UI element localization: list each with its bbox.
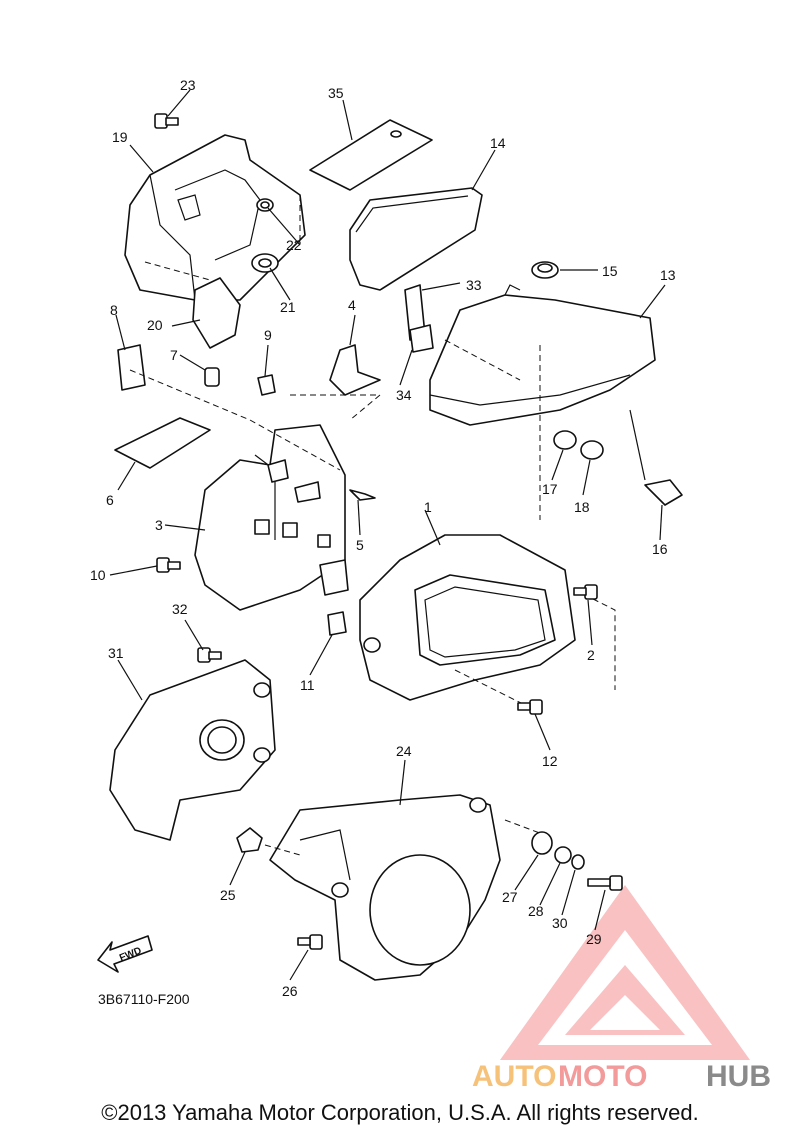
part-35-pad xyxy=(309,119,433,191)
part-20-block xyxy=(192,277,241,349)
callout-17: 17 xyxy=(542,481,558,497)
callout-27: 27 xyxy=(502,889,518,905)
part-25-cap xyxy=(236,827,263,853)
callout-29: 29 xyxy=(586,931,602,947)
part-23-bolt xyxy=(154,113,179,129)
copyright-text: ©2013 Yamaha Motor Corporation, U.S.A. A… xyxy=(101,1100,699,1125)
callout-34: 34 xyxy=(396,387,412,403)
callout-7: 7 xyxy=(170,347,178,363)
part-7-spacer xyxy=(204,367,220,387)
callout-5: 5 xyxy=(356,537,364,553)
callout-11: 11 xyxy=(300,677,315,693)
part-10-bolt xyxy=(156,557,181,573)
callout-3: 3 xyxy=(155,517,163,533)
part-21-grommet xyxy=(251,253,279,273)
callout-14: 14 xyxy=(490,135,506,151)
part-30-washer xyxy=(571,854,585,870)
callout-12: 12 xyxy=(542,753,558,769)
watermark-moto: MOTO xyxy=(558,1060,647,1093)
part-31-cover xyxy=(109,659,276,841)
callout-33: 33 xyxy=(466,277,482,293)
part-2-bolt xyxy=(573,584,598,600)
callout-8: 8 xyxy=(110,302,118,318)
callout-20: 20 xyxy=(147,317,163,333)
part-14-element xyxy=(349,187,483,291)
part-1-airbox xyxy=(359,534,616,706)
part-9-clip xyxy=(257,374,276,396)
callout-9: 9 xyxy=(264,327,272,343)
callout-26: 26 xyxy=(282,983,298,999)
leader-lines xyxy=(109,89,666,981)
part-15-grommet xyxy=(531,261,559,279)
part-27-grommet xyxy=(531,831,553,855)
callout-24: 24 xyxy=(396,743,412,759)
part-19-cover xyxy=(124,134,306,301)
part-32-bolt xyxy=(197,647,222,663)
callout-30: 30 xyxy=(552,915,568,931)
part-3-bracket xyxy=(194,424,349,611)
callout-19: 19 xyxy=(112,129,128,145)
part-4-bracket xyxy=(329,344,381,396)
part-11-clip xyxy=(327,611,347,636)
part-17-nut xyxy=(553,430,577,450)
part-13-airbox-cover xyxy=(429,284,656,520)
part-5-pin xyxy=(349,489,376,501)
callout-21: 21 xyxy=(280,299,296,315)
diagram-code: 3B67110-F200 xyxy=(98,991,190,1007)
callouts: 1 2 3 4 5 6 7 8 9 10 11 12 13 14 15 16 1… xyxy=(90,77,676,999)
watermark-hub: HUB xyxy=(706,1060,771,1093)
callout-31: 31 xyxy=(108,645,124,661)
fwd-arrow-icon: FWD xyxy=(97,935,153,973)
callout-32: 32 xyxy=(172,601,188,617)
callout-25: 25 xyxy=(220,887,236,903)
part-18-grommet xyxy=(580,440,604,460)
callout-16: 16 xyxy=(652,541,668,557)
callout-1: 1 xyxy=(424,499,432,515)
callout-23: 23 xyxy=(180,77,196,93)
callout-15: 15 xyxy=(602,263,618,279)
part-8-pad xyxy=(117,344,146,391)
part-12-bolt xyxy=(517,699,543,715)
callout-35: 35 xyxy=(328,85,344,101)
part-16-clamp xyxy=(629,409,683,506)
part-28-collar xyxy=(554,846,572,864)
callout-18: 18 xyxy=(574,499,590,515)
part-29-bolt xyxy=(587,875,623,891)
callout-10: 10 xyxy=(90,567,106,583)
part-22-grommet xyxy=(256,198,274,212)
part-34-pad xyxy=(409,324,434,353)
watermark-logo: AUTO MOTO HUB xyxy=(472,885,771,1093)
callout-2: 2 xyxy=(587,647,595,663)
callout-28: 28 xyxy=(528,903,544,919)
callout-4: 4 xyxy=(348,297,356,313)
part-26-bolt xyxy=(297,934,323,950)
part-24-cover xyxy=(264,794,546,981)
callout-13: 13 xyxy=(660,267,676,283)
callout-22: 22 xyxy=(286,237,302,253)
callout-6: 6 xyxy=(106,492,114,508)
watermark-auto: AUTO xyxy=(472,1060,556,1093)
part-6-plate xyxy=(114,417,211,469)
